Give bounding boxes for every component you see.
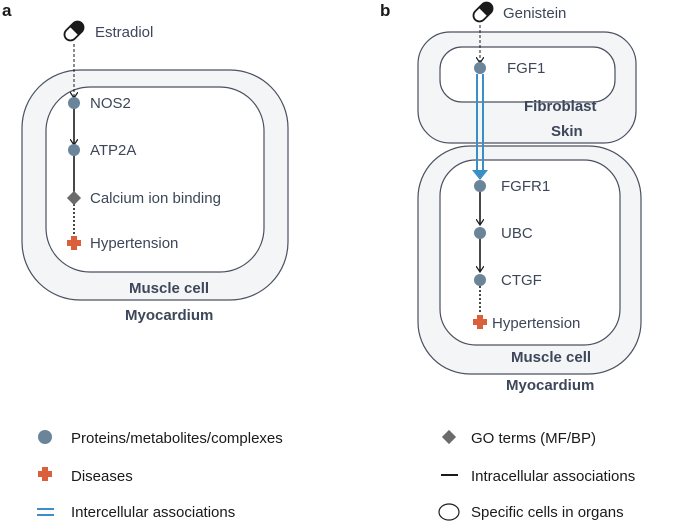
pill-icon xyxy=(472,1,494,23)
node-hypertension-a-label: Hypertension xyxy=(90,235,178,252)
legend: Proteins/metabolites/complexes GO terms … xyxy=(37,429,635,521)
pill-icon xyxy=(63,20,85,42)
panel-b-letter: b xyxy=(380,1,390,20)
disease-cross-icon xyxy=(67,236,81,250)
drug-label-b: Genistein xyxy=(503,5,566,22)
intercellular-arrowhead xyxy=(472,170,488,180)
disease-cross-icon xyxy=(473,315,487,329)
legend-go-terms: GO terms (MF/BP) xyxy=(471,430,596,447)
cell-muscle-b xyxy=(439,159,621,346)
node-nos2-label: NOS2 xyxy=(90,95,131,112)
cell-label-a: Muscle cell xyxy=(129,280,209,297)
node-atp2a xyxy=(68,144,80,156)
organ-label-b: Myocardium xyxy=(506,377,594,394)
node-calcium-label: Calcium ion binding xyxy=(90,190,221,207)
legend-go-term-icon xyxy=(441,429,457,445)
node-atp2a-label: ATP2A xyxy=(90,142,136,159)
legend-intercellular: Intercellular associations xyxy=(71,504,235,521)
panel-a-letter: a xyxy=(2,1,12,20)
node-ctgf xyxy=(474,274,486,286)
legend-intracellular: Intracellular associations xyxy=(471,468,635,485)
legend-disease-icon xyxy=(38,467,52,481)
node-ubc xyxy=(474,227,486,239)
node-fgfr1-label: FGFR1 xyxy=(501,178,550,195)
legend-diseases: Diseases xyxy=(71,468,133,485)
legend-specific-cells: Specific cells in organs xyxy=(471,504,624,521)
node-fgf1-label: FGF1 xyxy=(507,60,545,77)
node-fgf1 xyxy=(474,62,486,74)
legend-protein-icon xyxy=(38,430,52,444)
drug-label-a: Estradiol xyxy=(95,24,153,41)
organ-label-a: Myocardium xyxy=(125,307,213,324)
legend-proteins: Proteins/metabolites/complexes xyxy=(71,430,283,447)
panel-b: b Genistein FGF1 Fibroblast Skin FGFR1 U… xyxy=(380,1,642,394)
node-nos2 xyxy=(68,97,80,109)
cell-label-fibroblast: Fibroblast xyxy=(524,98,597,115)
legend-cell-icon xyxy=(438,503,460,521)
node-ubc-label: UBC xyxy=(501,225,533,242)
node-hypertension-b-label: Hypertension xyxy=(492,315,580,332)
cell-label-b: Muscle cell xyxy=(511,349,591,366)
organ-label-skin: Skin xyxy=(551,123,583,140)
panel-a: a Estradiol NOS2 ATP2A Calcium ion bindi… xyxy=(2,1,289,324)
node-ctgf-label: CTGF xyxy=(501,272,542,289)
cell-muscle-a xyxy=(45,86,265,273)
node-fgfr1 xyxy=(474,180,486,192)
